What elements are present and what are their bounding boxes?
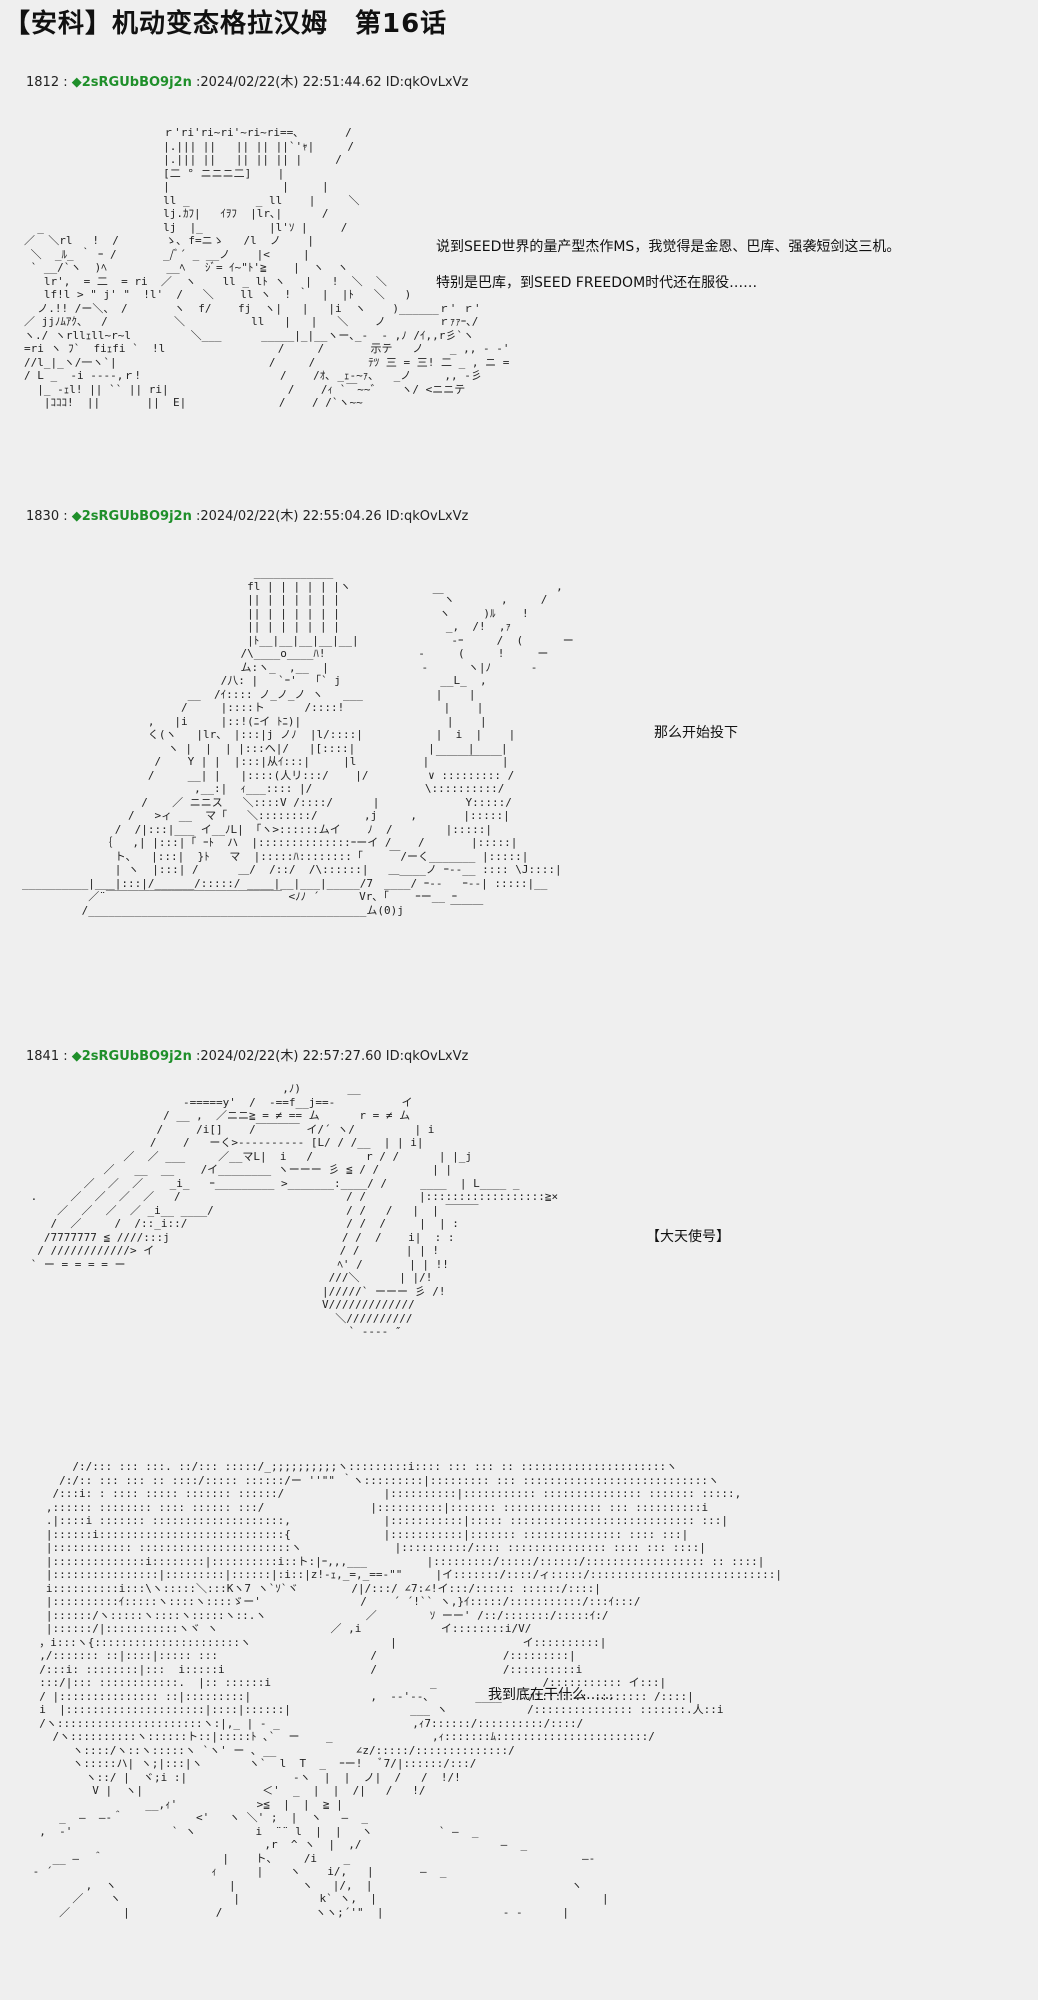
- ascii-art-figure: ,ﾉ) __ ‐=====y' / -==f__j==- イ / __ , ／ニ…: [30, 1082, 559, 1338]
- post-meta: :2024/02/22(木) 22:55:04.26 ID:qkOvLxVz: [195, 509, 469, 524]
- post-text: 说到SEED世界的量产型杰作MS，我觉得是金恩、巴库、强袭短剑这三机。: [436, 239, 901, 255]
- poster-trip[interactable]: ◆2sRGUbBO9j2n: [71, 509, 192, 524]
- poster-trip[interactable]: ◆2sRGUbBO9j2n: [71, 75, 192, 90]
- post-header: 1812 : ◆2sRGUbBO9j2n :2024/02/22(木) 22:5…: [26, 74, 468, 92]
- poster-trip[interactable]: ◆2sRGUbBO9j2n: [71, 1049, 192, 1064]
- post-number: 1830 :: [26, 509, 68, 524]
- page-title: 【安科】机动变态格拉汉姆 第16话: [4, 9, 448, 39]
- post-meta: :2024/02/22(木) 22:57:27.60 ID:qkOvLxVz: [195, 1049, 469, 1064]
- post-text: 我到底在干什么……: [488, 1687, 614, 1703]
- ascii-art-figure: ｒ'ri'ri~ri'~ri~ri==､ / |.||| || || || ||…: [24, 126, 510, 409]
- post-header: 1841 : ◆2sRGUbBO9j2n :2024/02/22(木) 22:5…: [26, 1048, 468, 1066]
- post-number: 1812 :: [26, 75, 68, 90]
- post-text: 特别是巴库，到SEED FREEDOM时代还在服役……: [436, 275, 758, 291]
- post-text: 那么开始投下: [654, 725, 738, 741]
- ascii-art-figure: /:/::: ::: :::. ::/::: :::::/_;;;;;;;;;;…: [32, 1460, 782, 1919]
- post-meta: :2024/02/22(木) 22:51:44.62 ID:qkOvLxVz: [195, 75, 469, 90]
- ascii-art-figure: ____________ fl | | | | | |ヽ , || | | | …: [22, 566, 574, 917]
- post-header: 1830 : ◆2sRGUbBO9j2n :2024/02/22(木) 22:5…: [26, 508, 468, 526]
- post-text: 【大天使号】: [646, 1229, 730, 1245]
- post-number: 1841 :: [26, 1049, 68, 1064]
